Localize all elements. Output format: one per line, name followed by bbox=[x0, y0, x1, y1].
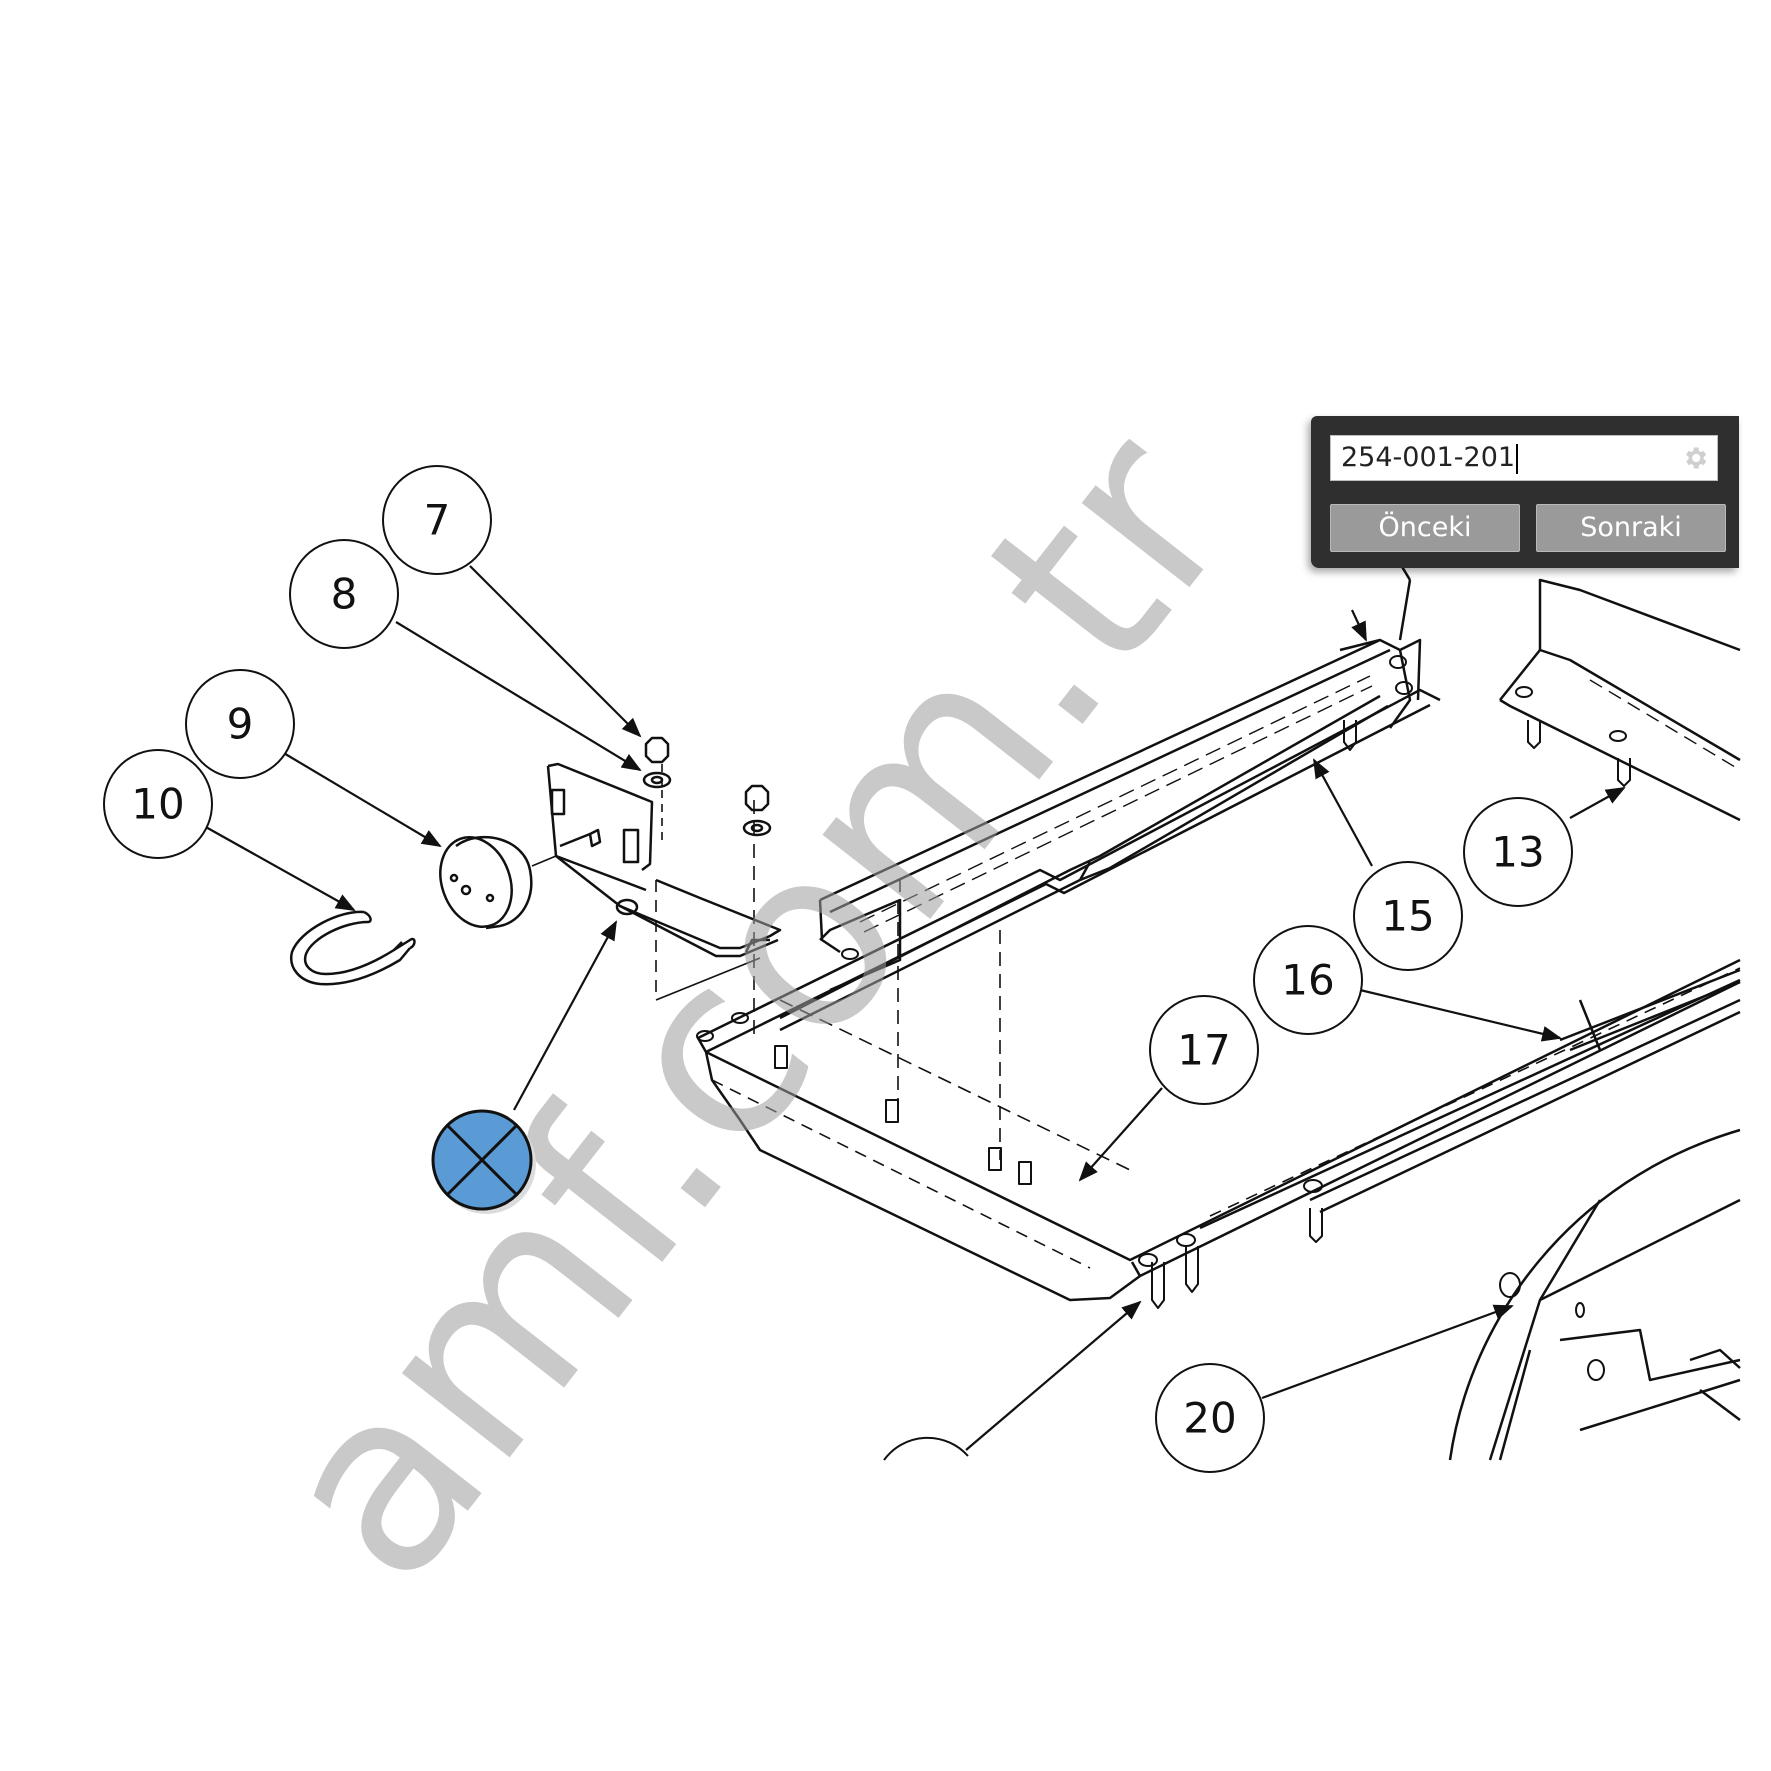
search-popup: 254-001-201 Önceki Sonraki bbox=[1311, 416, 1739, 568]
callout-circle-partial bbox=[883, 1436, 969, 1461]
previous-button[interactable]: Önceki bbox=[1330, 504, 1520, 552]
callout-labels: 7 8 9 10 13 15 16 17 20 bbox=[131, 496, 1544, 1443]
frame-tray bbox=[696, 519, 1741, 1461]
callout-circle-16[interactable] bbox=[1253, 925, 1363, 1035]
callout-circle-20[interactable] bbox=[1155, 1363, 1265, 1473]
hitch-bracket bbox=[546, 762, 1001, 1160]
callout-label-8: 8 bbox=[331, 570, 358, 619]
callout-circle-9[interactable] bbox=[185, 669, 295, 779]
leader-8 bbox=[395, 621, 642, 772]
callout-label-17: 17 bbox=[1177, 1026, 1230, 1075]
callout-circle-8[interactable] bbox=[289, 539, 399, 649]
callout-circle-10[interactable] bbox=[103, 749, 213, 859]
callout-label-10: 10 bbox=[131, 780, 184, 829]
leader-10 bbox=[203, 825, 356, 911]
leader-bottom bbox=[965, 1300, 1142, 1451]
leader-15 bbox=[1313, 758, 1373, 867]
text-caret bbox=[1516, 443, 1519, 474]
search-input[interactable]: 254-001-201 bbox=[1330, 435, 1718, 481]
callout-label-7: 7 bbox=[424, 496, 451, 545]
leader-13 bbox=[1569, 787, 1626, 819]
gear-icon[interactable] bbox=[1681, 444, 1709, 472]
nut-washer-7-8 bbox=[642, 736, 772, 837]
leader-17 bbox=[1078, 1087, 1163, 1182]
parts-line-art bbox=[289, 519, 1741, 1461]
callout-circle-15[interactable] bbox=[1353, 861, 1463, 971]
callout-label-20: 20 bbox=[1183, 1394, 1236, 1443]
knob-9 bbox=[439, 835, 557, 930]
leader-20 bbox=[1261, 1304, 1514, 1400]
callout-circle-13[interactable] bbox=[1463, 797, 1573, 907]
leader-top-right bbox=[1351, 609, 1367, 642]
callout-label-13: 13 bbox=[1491, 828, 1544, 877]
callout-circle-17[interactable] bbox=[1149, 995, 1259, 1105]
leader-16 bbox=[1359, 988, 1562, 1042]
callout-label-9: 9 bbox=[227, 700, 254, 749]
r-clip-10 bbox=[289, 910, 416, 986]
callout-label-15: 15 bbox=[1381, 892, 1434, 941]
next-button[interactable]: Sonraki bbox=[1536, 504, 1726, 552]
callout-label-16: 16 bbox=[1281, 956, 1334, 1005]
leader-9 bbox=[281, 751, 442, 848]
highlight-marker[interactable] bbox=[431, 1109, 536, 1214]
callout-circle-7[interactable] bbox=[382, 465, 492, 575]
leader-marker bbox=[513, 920, 617, 1111]
pins-and-nuts bbox=[696, 655, 1631, 1381]
callout-circles bbox=[103, 465, 1573, 1473]
leader-lines bbox=[203, 565, 1626, 1451]
search-input-value: 254-001-201 bbox=[1341, 442, 1516, 473]
marker-x-line-2 bbox=[445, 1123, 519, 1197]
leader-7 bbox=[469, 565, 642, 738]
